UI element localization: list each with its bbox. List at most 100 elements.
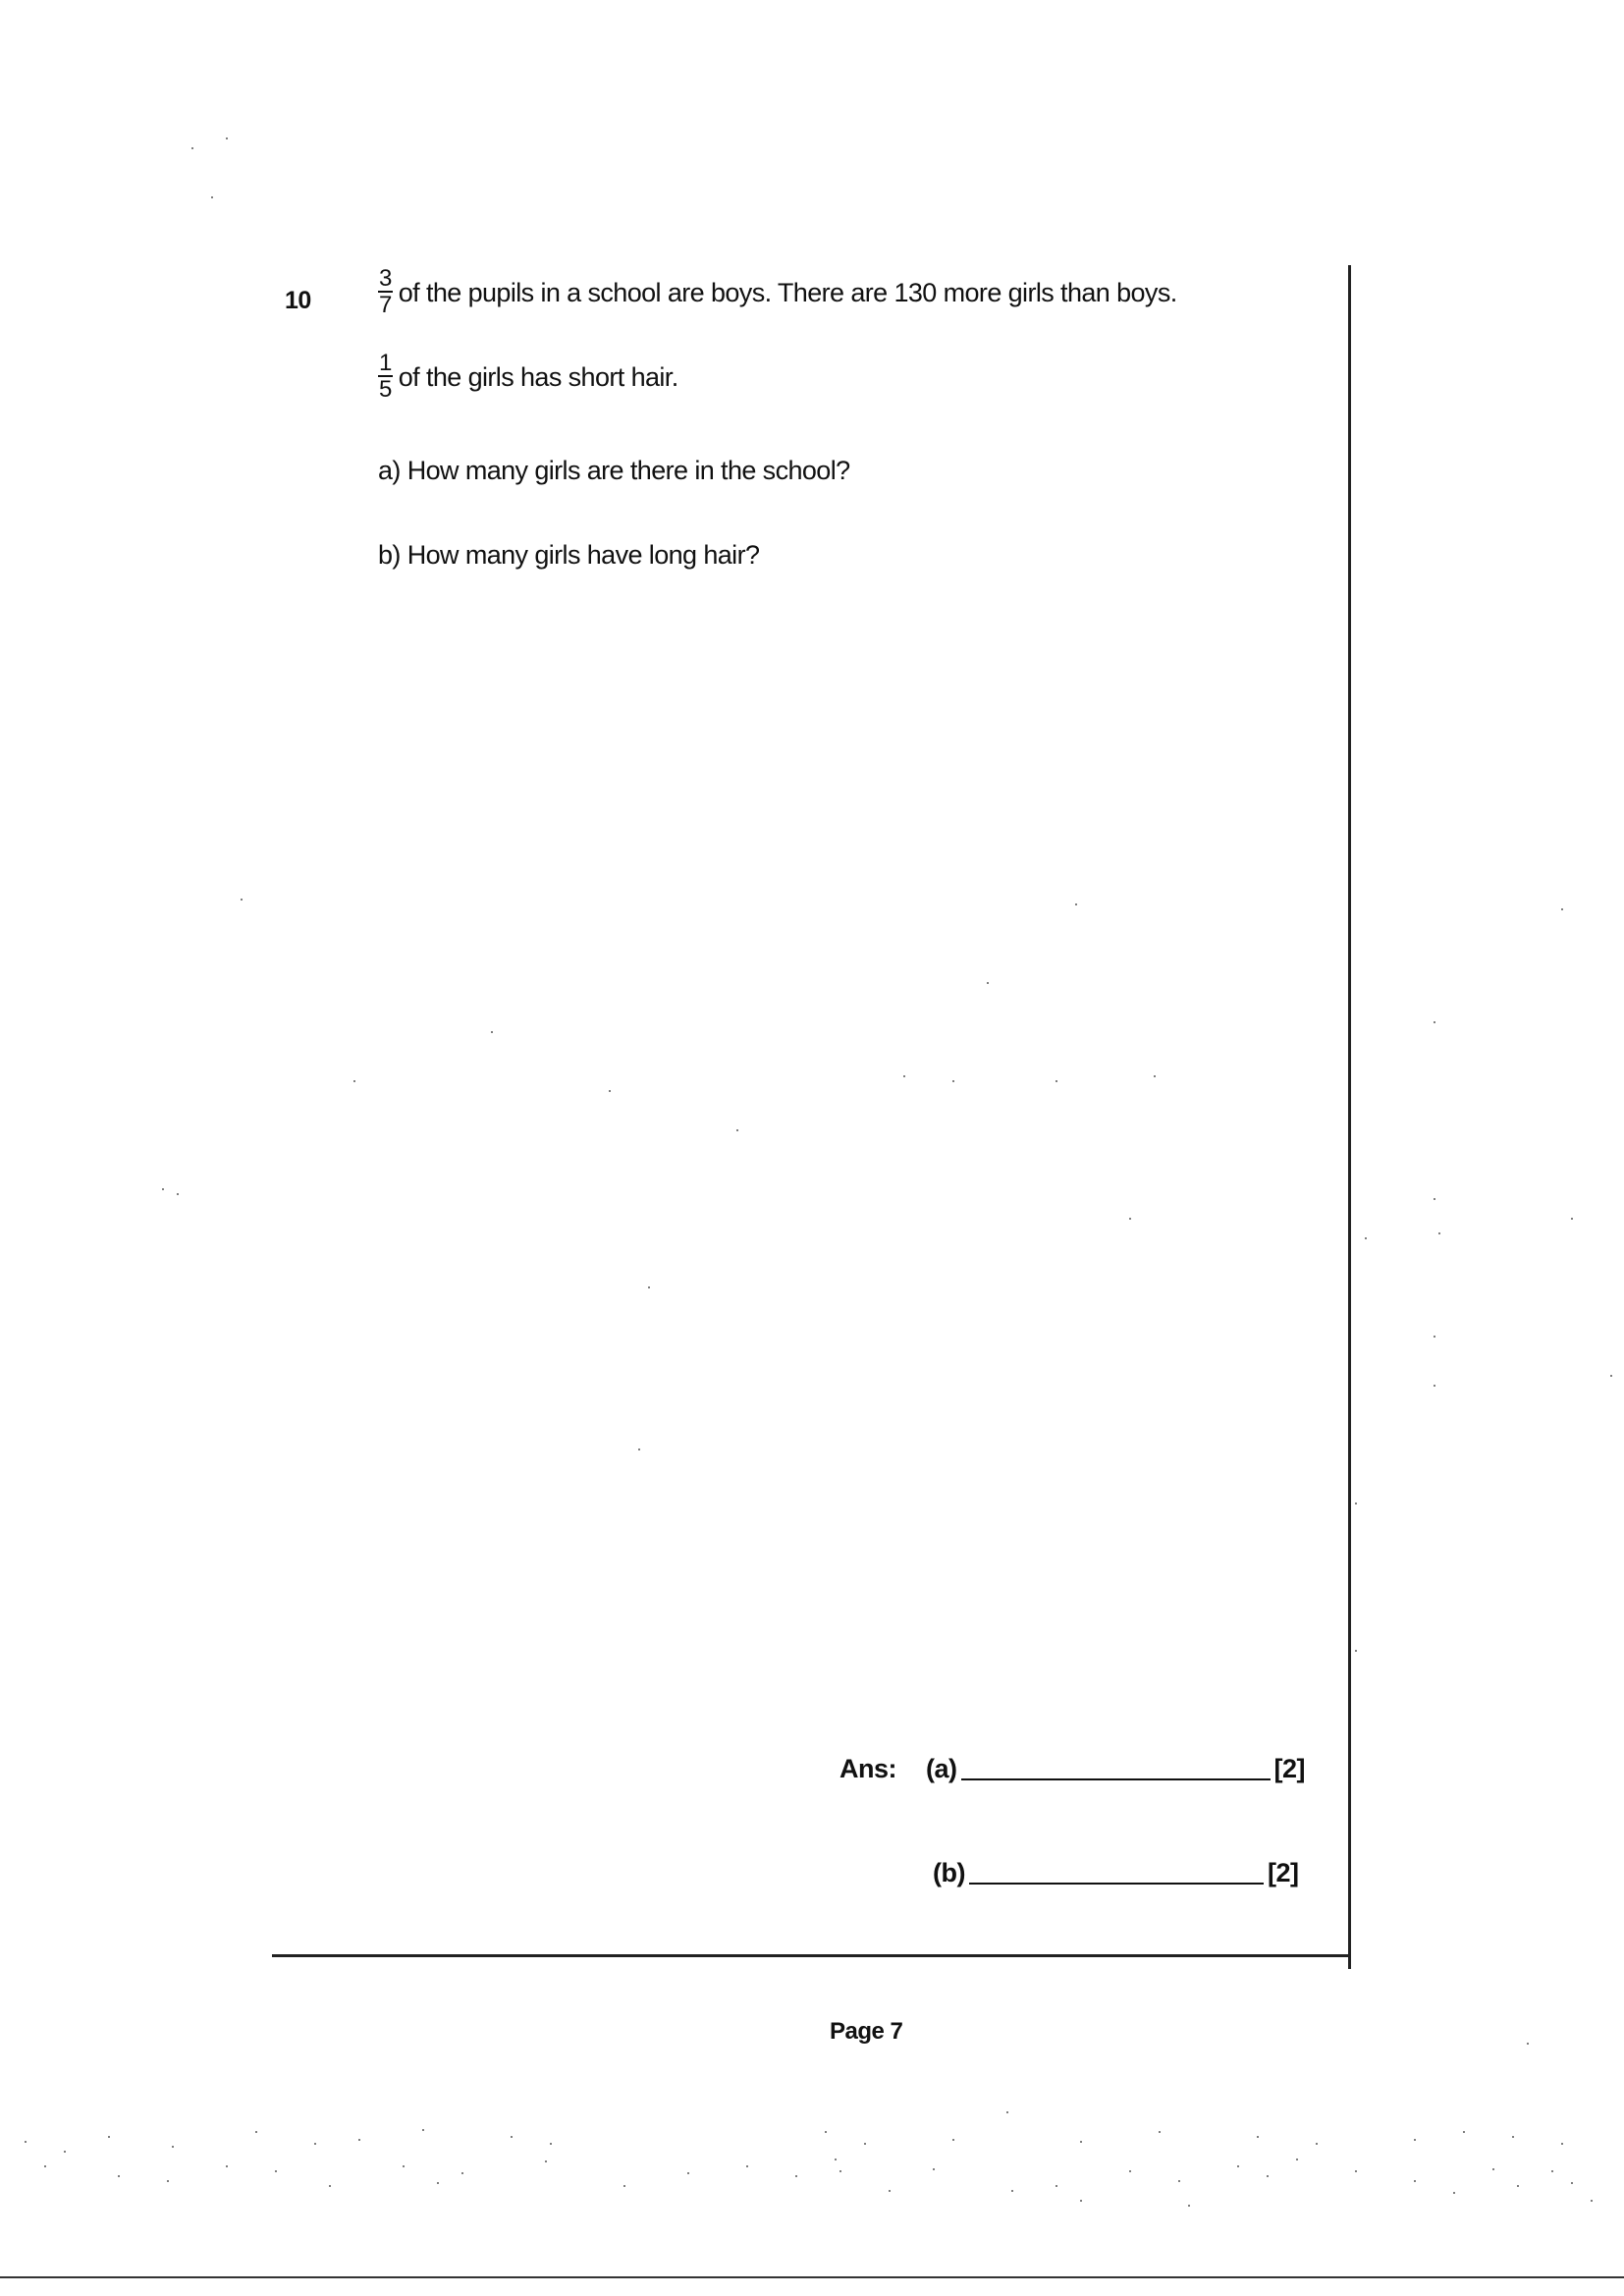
scan-speck	[1075, 903, 1077, 905]
scan-speck	[1414, 2180, 1416, 2182]
scan-speck	[491, 1031, 493, 1033]
question-number: 10	[285, 287, 311, 314]
scan-speck	[1316, 2143, 1318, 2145]
scan-speck	[1296, 2159, 1298, 2160]
scan-speck	[1129, 2170, 1131, 2172]
scan-speck	[1006, 2111, 1008, 2113]
answer-row-b: (b) [2]	[933, 1858, 1299, 1888]
scan-speck	[1551, 2170, 1553, 2172]
scan-speck	[1492, 2168, 1494, 2170]
scan-speck	[241, 899, 243, 901]
question-line-short-hair: 1 5 of the girls has short hair.	[378, 352, 678, 403]
scan-speck	[226, 2165, 228, 2167]
question-part-a: a) How many girls are there in the schoo…	[378, 456, 850, 485]
scan-speck	[255, 2131, 257, 2133]
scan-speck	[638, 1449, 640, 1450]
scan-speck	[1434, 1021, 1435, 1023]
scan-speck	[226, 137, 228, 139]
scan-speck	[839, 2170, 841, 2172]
answer-b-marks: [2]	[1267, 1858, 1299, 1887]
scan-speck	[118, 2175, 120, 2177]
answer-a-marks: [2]	[1273, 1754, 1306, 1783]
scan-speck	[162, 1188, 164, 1190]
scan-speck	[1257, 2136, 1259, 2138]
scan-speck	[1438, 1232, 1440, 1234]
scan-speck	[687, 2172, 689, 2174]
page-number: Page 7	[830, 2018, 903, 2045]
scan-speck	[191, 147, 193, 149]
answer-b-label: (b)	[933, 1858, 965, 1887]
scan-speck	[108, 2136, 110, 2138]
answer-b-blank[interactable]	[968, 1883, 1264, 1885]
scan-speck	[44, 2165, 46, 2167]
question-part-b: b) How many girls have long hair?	[378, 540, 760, 570]
scan-speck	[1571, 1218, 1573, 1220]
scan-speck	[1080, 2141, 1082, 2143]
scan-speck	[864, 2143, 866, 2145]
scan-speck	[1434, 1385, 1435, 1387]
answer-label: Ans:	[839, 1754, 897, 1783]
scan-speck	[1571, 2182, 1573, 2184]
scan-speck	[825, 2131, 827, 2133]
scan-speck	[1610, 1375, 1612, 1377]
answer-row-a: Ans: (a) [2]	[839, 1754, 1305, 1784]
question-line2-text: of the girls has short hair.	[398, 361, 678, 392]
scan-speck	[1080, 2200, 1082, 2202]
scan-speck	[1237, 2165, 1239, 2167]
answer-box-right-border	[1348, 265, 1351, 1969]
scan-speck	[1463, 2131, 1465, 2133]
scan-speck	[1434, 1336, 1435, 1338]
scan-speck	[1355, 2170, 1357, 2172]
scan-speck	[1453, 2192, 1455, 2194]
scan-speck	[1561, 908, 1563, 910]
scan-speck	[736, 1129, 738, 1131]
scan-speck	[1178, 2180, 1180, 2182]
question-line-boys: 3 7 of the pupils in a school are boys. …	[378, 267, 1177, 318]
scan-speck	[1056, 1080, 1057, 1082]
scan-speck	[952, 1080, 954, 1082]
scan-speck	[1355, 1503, 1357, 1504]
answer-a-blank[interactable]	[960, 1778, 1271, 1780]
scan-speck	[314, 2143, 316, 2145]
scan-speck	[1267, 2175, 1269, 2177]
scan-speck	[609, 1090, 611, 1092]
scan-speck	[545, 2160, 547, 2162]
scan-speck	[1561, 2143, 1563, 2145]
scan-speck	[1154, 1075, 1156, 1077]
scan-speck	[64, 2151, 66, 2153]
fraction-short-hair-numerator: 1	[378, 350, 393, 377]
scan-speck	[835, 2159, 837, 2160]
scan-speck	[1159, 2131, 1161, 2133]
scan-speck	[1056, 2185, 1057, 2187]
scan-speck	[987, 982, 989, 984]
scan-speck	[172, 2146, 174, 2148]
scan-speck	[1527, 2043, 1529, 2045]
scan-speck	[1011, 2190, 1013, 2192]
scan-speck	[1512, 2136, 1514, 2138]
scan-speck	[889, 2190, 891, 2192]
scan-speck	[211, 196, 213, 198]
scan-speck	[1517, 2185, 1519, 2187]
scan-speck	[1129, 1218, 1131, 1220]
fraction-boys-numerator: 3	[378, 265, 393, 293]
fraction-short-hair: 1 5	[378, 352, 393, 403]
scan-speck	[1591, 2200, 1593, 2202]
scan-speck	[550, 2143, 552, 2145]
scan-speck	[511, 2136, 513, 2138]
scan-speck	[437, 2182, 439, 2184]
scan-speck	[358, 2139, 360, 2141]
scan-speck	[648, 1286, 650, 1288]
scan-speck	[746, 2165, 748, 2167]
scan-speck	[952, 2139, 954, 2141]
scan-speck	[933, 2168, 935, 2170]
fraction-short-hair-denominator: 5	[379, 376, 392, 403]
scan-speck	[167, 2180, 169, 2182]
scan-speck	[1414, 2139, 1416, 2141]
scan-speck	[795, 2175, 797, 2177]
scan-speck	[903, 1075, 905, 1077]
scan-speck	[1355, 1650, 1357, 1652]
question-line1-text: of the pupils in a school are boys. Ther…	[398, 277, 1177, 307]
scan-speck	[461, 2172, 463, 2174]
scan-speck	[623, 2185, 625, 2187]
